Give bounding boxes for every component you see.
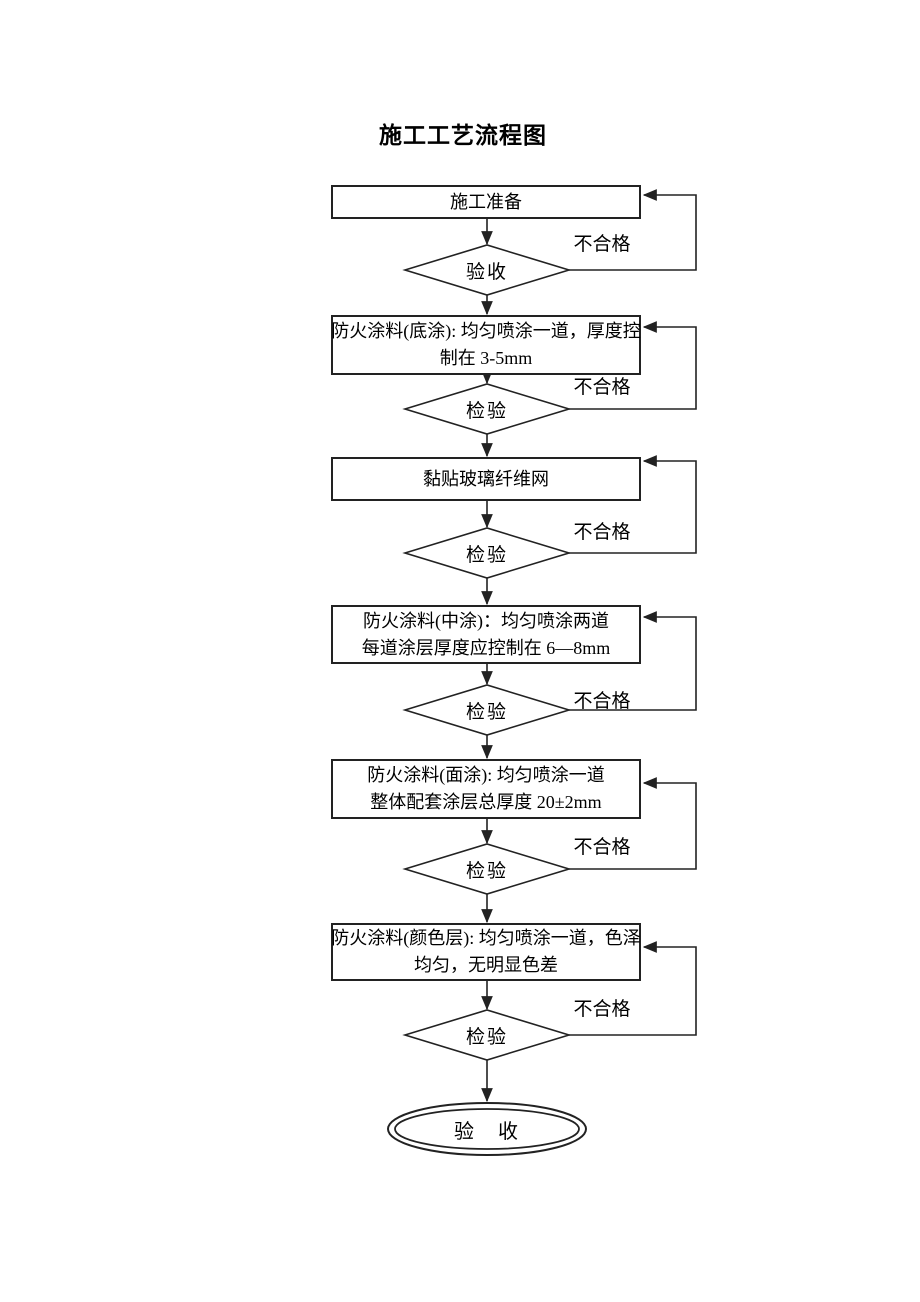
decision-diamond-5 bbox=[402, 843, 572, 895]
process-box-prepare: 施工准备 bbox=[331, 185, 641, 219]
end-terminator bbox=[387, 1102, 587, 1156]
fail-label: 不合格 bbox=[573, 521, 631, 543]
process-box-text: 黏贴玻璃纤维网 bbox=[423, 468, 549, 489]
fail-label: 不合格 bbox=[573, 690, 631, 712]
fail-loop-6 bbox=[569, 941, 697, 1036]
decision-label-inspect: 检验 bbox=[465, 701, 508, 723]
decision-label-inspect: 检验 bbox=[465, 1026, 508, 1048]
process-box-text: 均匀，无明显色差 bbox=[414, 955, 558, 975]
end-terminator-inner bbox=[394, 1108, 580, 1150]
process-box-middle-coat: 防火涂料(中涂)：均匀喷涂两道 每道涂层厚度应控制在 6—8mm bbox=[331, 605, 641, 664]
fail-loop-1 bbox=[569, 189, 697, 271]
decision-label-inspect: 检验 bbox=[465, 400, 508, 422]
end-terminator-label: 验 收 bbox=[454, 1120, 520, 1143]
process-box-text: 制在 3-5mm bbox=[439, 348, 533, 368]
fail-loop-3 bbox=[569, 455, 697, 554]
process-box-text: 防火涂料(中涂)：均匀喷涂两道 bbox=[363, 610, 609, 631]
page-title: 施工工艺流程图 bbox=[379, 122, 547, 148]
end-terminator-outer bbox=[387, 1102, 587, 1156]
fail-loop-5 bbox=[569, 777, 697, 870]
fail-loop-4 bbox=[569, 611, 697, 711]
process-box-text: 防火涂料(颜色层): 均匀喷涂一道，色泽 bbox=[331, 928, 641, 948]
process-box-text: 防火涂料(底涂): 均匀喷涂一道，厚度控 bbox=[331, 321, 641, 341]
fail-label: 不合格 bbox=[573, 376, 631, 398]
process-box-text: 防火涂料(面涂): 均匀喷涂一道 bbox=[367, 765, 605, 785]
fail-loop-arrows bbox=[569, 189, 697, 1036]
process-box-text: 每道涂层厚度应控制在 6—8mm bbox=[361, 637, 611, 658]
decision-label-inspect: 检验 bbox=[465, 860, 508, 882]
process-box-color-layer: 防火涂料(颜色层): 均匀喷涂一道，色泽 均匀，无明显色差 bbox=[331, 923, 641, 981]
process-box-top-coat: 防火涂料(面涂): 均匀喷涂一道 整体配套涂层总厚度 20±2mm bbox=[331, 759, 641, 819]
decision-label-acceptance: 验收 bbox=[465, 261, 508, 283]
process-box-text: 整体配套涂层总厚度 20±2mm bbox=[370, 792, 602, 812]
decision-diamond-1 bbox=[402, 244, 572, 296]
decision-label-inspect: 检验 bbox=[465, 544, 508, 566]
fail-label: 不合格 bbox=[573, 836, 631, 858]
decision-diamond-3 bbox=[402, 527, 572, 579]
decision-diamonds bbox=[402, 244, 572, 1061]
fail-label: 不合格 bbox=[573, 233, 631, 255]
process-box-fiberglass-mesh: 黏贴玻璃纤维网 bbox=[331, 457, 641, 501]
process-box-primer-coat: 防火涂料(底涂): 均匀喷涂一道，厚度控 制在 3-5mm bbox=[331, 315, 641, 375]
fail-loop-2 bbox=[569, 321, 697, 410]
fail-label: 不合格 bbox=[573, 998, 631, 1020]
process-box-text: 施工准备 bbox=[450, 191, 522, 212]
decision-diamond-2 bbox=[402, 383, 572, 435]
decision-diamond-6 bbox=[402, 1009, 572, 1061]
decision-diamond-4 bbox=[402, 684, 572, 736]
